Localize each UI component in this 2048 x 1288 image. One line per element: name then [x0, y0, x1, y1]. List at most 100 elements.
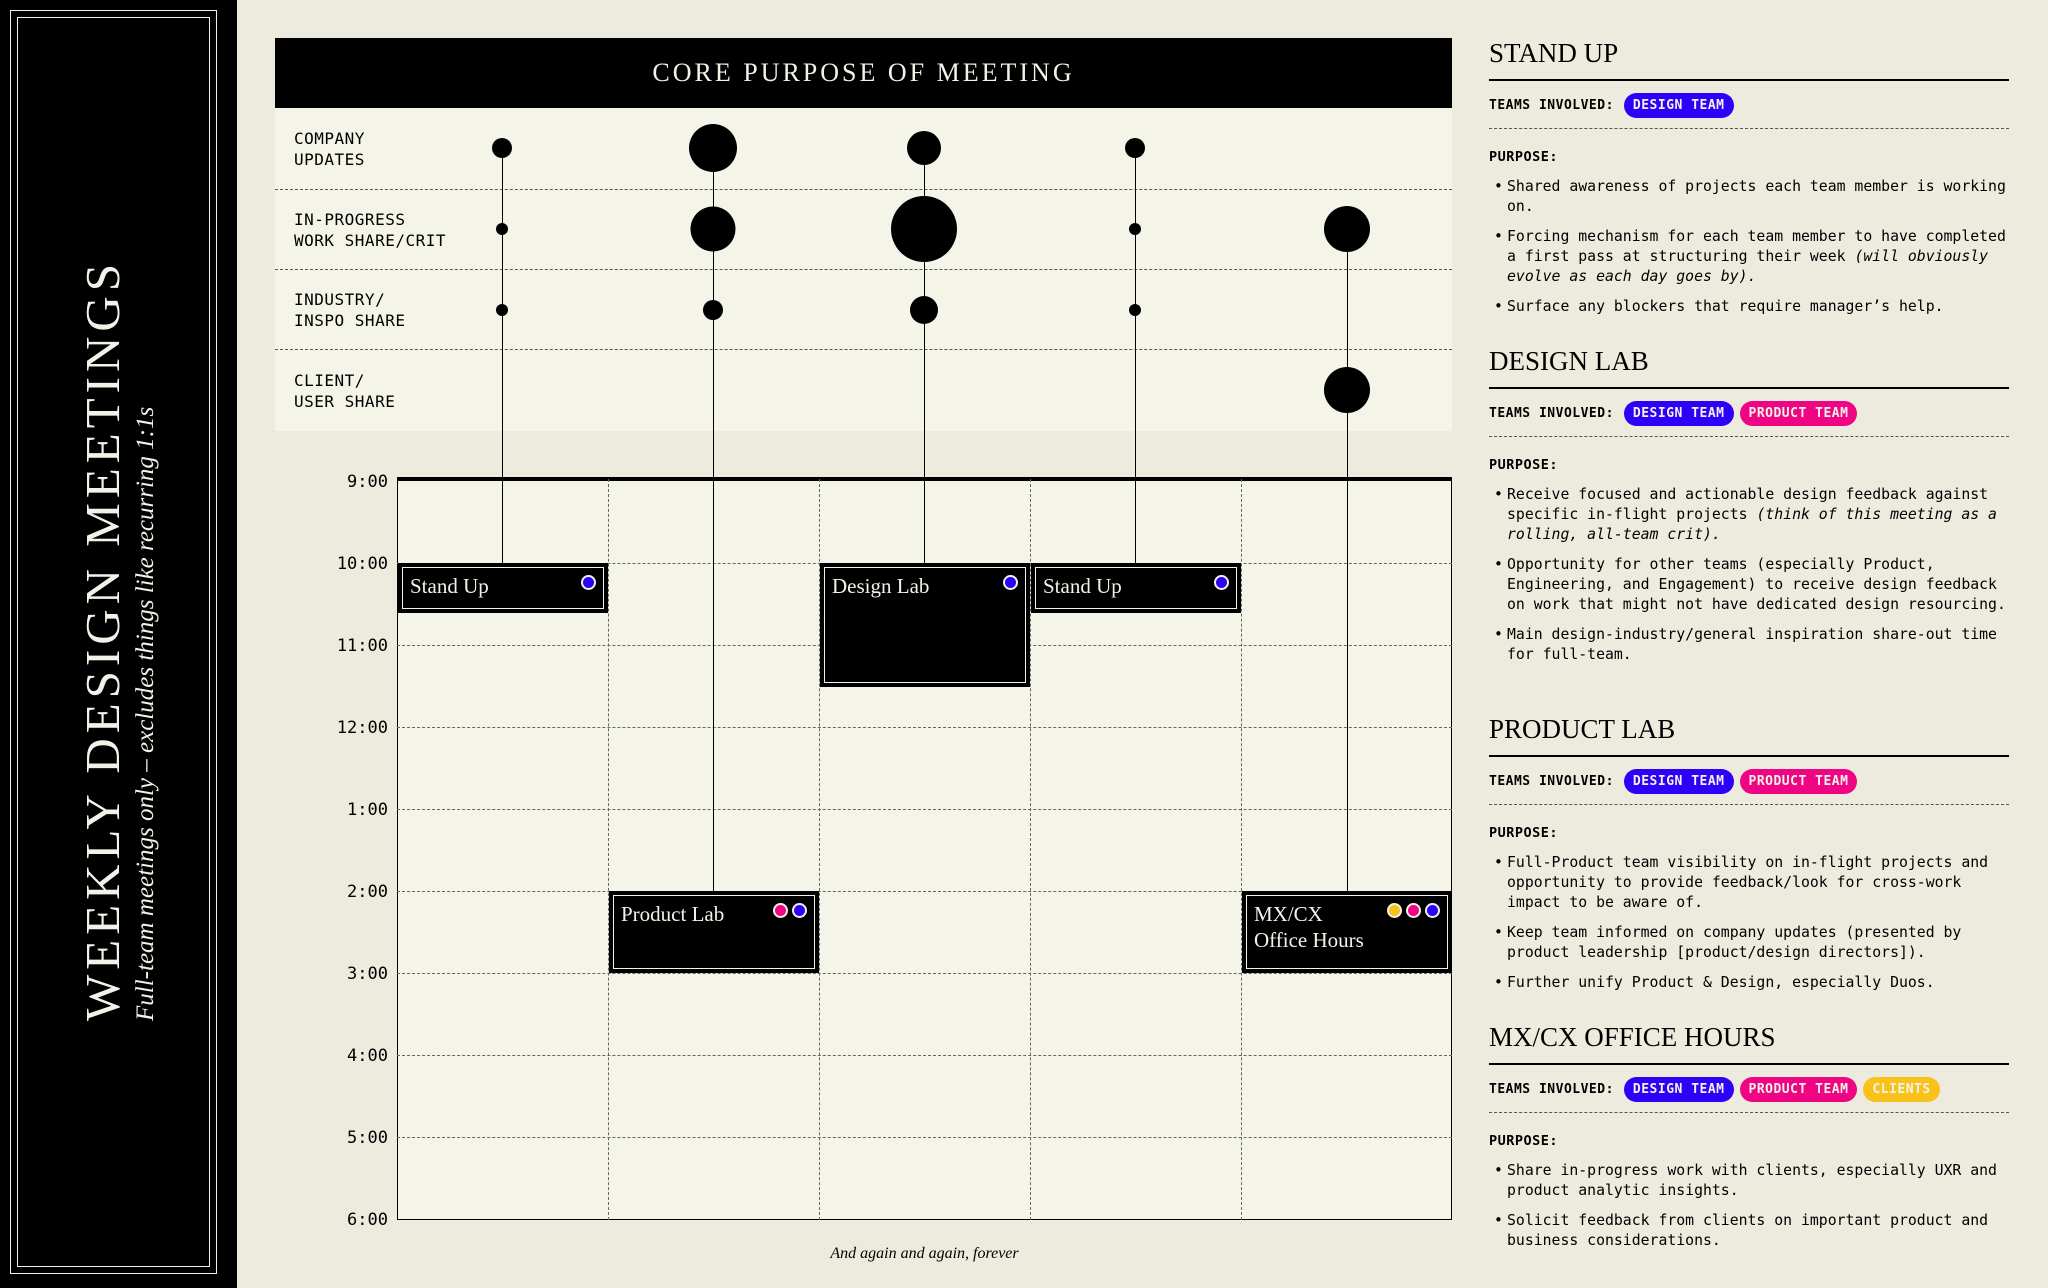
purpose-dot [703, 300, 723, 320]
section-title-standup: STAND UP [1489, 38, 1619, 68]
event-mxcx-office-hours[interactable]: MX/CX Office Hours [1242, 891, 1452, 973]
day-divider [1030, 479, 1031, 1220]
label-line: WORK SHARE/CRIT [294, 231, 446, 250]
design-team-dot [1425, 903, 1440, 918]
mxcx-stem [1347, 229, 1348, 894]
event-team-dots [581, 575, 596, 590]
standup-mon-stem [502, 148, 503, 566]
row-divider [275, 349, 1452, 350]
purpose-dot [910, 296, 938, 324]
list-item: Further unify Product & Design, especial… [1494, 973, 2012, 993]
event-border [824, 567, 1026, 683]
purpose-dot [1129, 223, 1141, 235]
section-rule [1489, 1063, 2009, 1065]
teams-label: TEAMS INVOLVED: [1489, 406, 1614, 421]
event-team-dots [773, 903, 807, 918]
section-dashed-rule [1489, 436, 2009, 437]
day-divider [819, 479, 820, 1220]
list-item: Keep team informed on company updates (p… [1494, 923, 2012, 963]
clients-pill: CLIENTS [1863, 1077, 1940, 1102]
event-title-line: MX/CX [1254, 902, 1323, 926]
event-team-dots [1214, 575, 1229, 590]
bullet-text: Full-Product team visibility on in-fligh… [1507, 854, 1989, 911]
event-design-lab[interactable]: Design Lab [820, 563, 1030, 687]
time-label: 2:00 [347, 882, 388, 902]
teams-row-standup: TEAMS INVOLVED: DESIGN TEAM [1489, 93, 1734, 118]
clients-dot [1387, 903, 1402, 918]
bullet-text: Share in-progress work with clients, esp… [1507, 1162, 1997, 1199]
product-team-pill: PRODUCT TEAM [1739, 401, 1858, 426]
designlab-purpose-list: Receive focused and actionable design fe… [1494, 485, 2012, 675]
event-standup-thursday[interactable]: Stand Up [1031, 563, 1241, 613]
section-dashed-rule [1489, 804, 2009, 805]
purpose-header: CORE PURPOSE OF MEETING [275, 38, 1452, 108]
hour-line [397, 1137, 1452, 1138]
productlab-purpose-list: Full-Product team visibility on in-fligh… [1494, 853, 2012, 1003]
row-divider [275, 269, 1452, 270]
bullet-text: Main design-industry/general inspiration… [1507, 626, 1997, 663]
section-title-mxcx: MX/CX OFFICE HOURS [1489, 1022, 1776, 1052]
event-border [1035, 567, 1237, 609]
teams-row-designlab: TEAMS INVOLVED: DESIGN TEAM PRODUCT TEAM [1489, 401, 1858, 426]
label-line: UPDATES [294, 150, 365, 169]
bullet-text: Forcing mechanism for each team member t… [1507, 228, 2006, 265]
event-team-dots [1387, 903, 1440, 918]
time-label: 10:00 [336, 554, 388, 574]
event-standup-monday[interactable]: Stand Up [398, 563, 608, 613]
section-rule [1489, 387, 2009, 389]
label-line: IN-PROGRESS [294, 210, 406, 229]
bullet-text: Surface any blockers that require manage… [1507, 298, 1944, 315]
purpose-label: PURPOSE: [1489, 1133, 1559, 1149]
bullet-text: Receive focused and actionable design fe… [1507, 486, 1989, 523]
event-product-lab[interactable]: Product Lab [609, 891, 819, 973]
purpose-dot [891, 196, 957, 262]
purpose-row-label-work-share: IN-PROGRESS WORK SHARE/CRIT [294, 209, 446, 251]
teams-row-productlab: TEAMS INVOLVED: DESIGN TEAM PRODUCT TEAM [1489, 769, 1858, 794]
purpose-row-label-client-share: CLIENT/ USER SHARE [294, 370, 395, 412]
purpose-dot [1324, 206, 1370, 252]
teams-label: TEAMS INVOLVED: [1489, 98, 1614, 113]
time-label: 3:00 [347, 964, 388, 984]
time-label: 4:00 [347, 1046, 388, 1066]
list-item: Forcing mechanism for each team member t… [1494, 227, 2012, 287]
label-line: USER SHARE [294, 392, 396, 411]
page-subtitle: Full-team meetings only – excludes thing… [132, 406, 159, 1021]
section-title-designlab: DESIGN LAB [1489, 346, 1649, 376]
list-item: Receive focused and actionable design fe… [1494, 485, 2012, 545]
design-team-dot [1003, 575, 1018, 590]
section-title-productlab: PRODUCT LAB [1489, 714, 1676, 744]
bullet-emphasis: (will obviously evolve as each day goes … [1507, 248, 1989, 285]
purpose-label: PURPOSE: [1489, 457, 1559, 473]
bullet-text: Shared awareness of projects each team m… [1507, 178, 2006, 215]
design-team-dot [1214, 575, 1229, 590]
purpose-dot [1129, 304, 1141, 316]
time-label: 5:00 [347, 1128, 388, 1148]
list-item: Solicit feedback from clients on importa… [1494, 1211, 2012, 1251]
event-title: Stand Up [1043, 574, 1122, 598]
list-item: Opportunity for other teams (especially … [1494, 555, 2012, 615]
row-divider [275, 189, 1452, 190]
purpose-dot [1125, 138, 1145, 158]
section-dashed-rule [1489, 1112, 2009, 1113]
teams-row-mxcx: TEAMS INVOLVED: DESIGN TEAM PRODUCT TEAM… [1489, 1077, 1940, 1102]
section-rule [1489, 79, 2009, 81]
design-team-dot [581, 575, 596, 590]
time-label: 1:00 [347, 800, 388, 820]
purpose-dot [1324, 367, 1370, 413]
bullet-text: Keep team informed on company updates (p… [1507, 924, 1962, 961]
product-team-dot [773, 903, 788, 918]
event-title-line: Office Hours [1254, 928, 1364, 952]
event-title: Design Lab [832, 574, 930, 598]
footer-note: And again and again, forever [830, 1245, 1019, 1262]
outer-frame [10, 10, 217, 1274]
label-line: CLIENT/ [294, 371, 365, 390]
event-title: Stand Up [410, 574, 489, 598]
time-label: 12:00 [336, 718, 388, 738]
design-team-pill: DESIGN TEAM [1623, 401, 1734, 426]
section-rule [1489, 755, 2009, 757]
event-title: MX/CX Office Hours [1254, 901, 1364, 953]
purpose-label: PURPOSE: [1489, 825, 1559, 841]
product-team-pill: PRODUCT TEAM [1739, 1077, 1858, 1102]
event-team-dots [1003, 575, 1018, 590]
section-dashed-rule [1489, 128, 2009, 129]
